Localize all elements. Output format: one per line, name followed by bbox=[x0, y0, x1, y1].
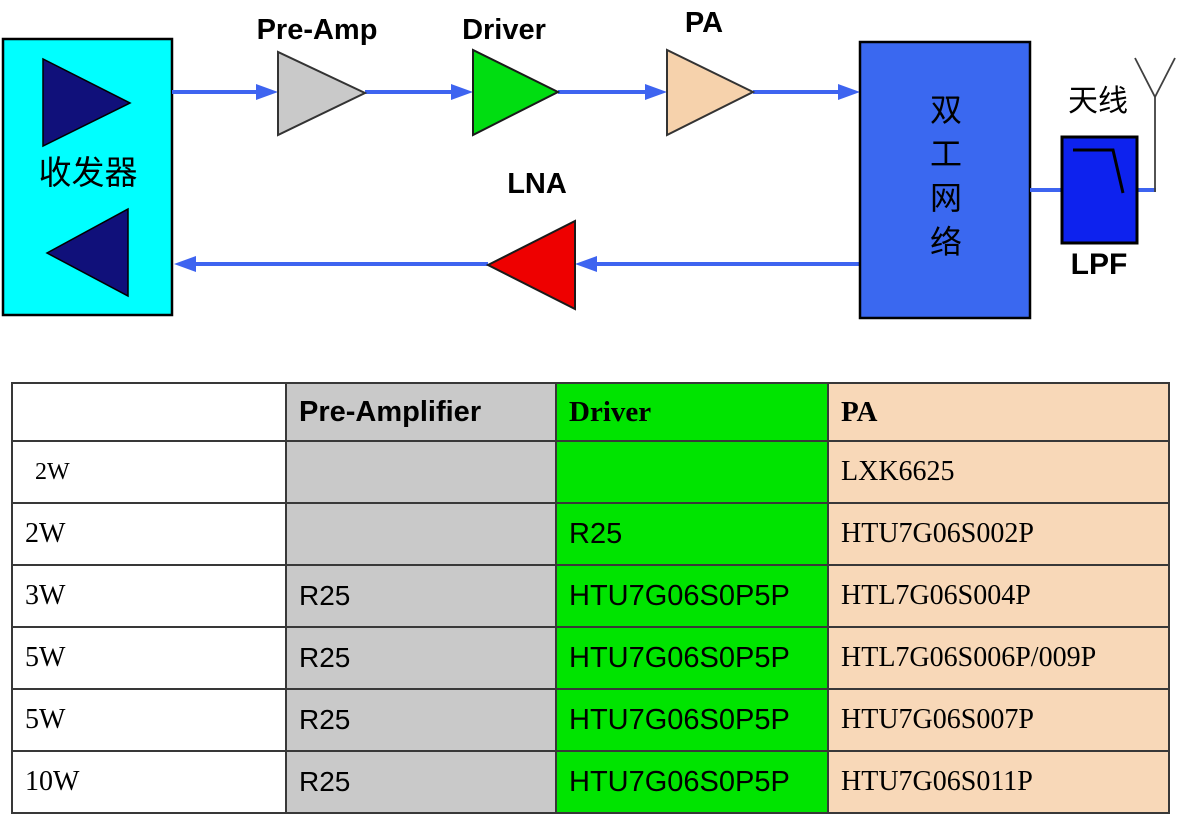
driver-cell bbox=[555, 440, 829, 504]
duplexer-box bbox=[858, 40, 1032, 320]
pa-cell: HTU7G06S002P bbox=[827, 502, 1170, 566]
preamp-cell: R25 bbox=[285, 750, 557, 814]
driver-triangle bbox=[472, 48, 561, 137]
lna-label: LNA bbox=[507, 168, 567, 200]
lpf-box bbox=[1060, 135, 1139, 245]
arrowhead-into-driver bbox=[451, 84, 473, 100]
table-row: 10W R25 HTU7G06S0P5P HTU7G06S011P bbox=[11, 750, 1170, 814]
arrowhead-into-preamp bbox=[256, 84, 278, 100]
tx-direction-triangle bbox=[42, 57, 132, 148]
antenna-right-arm-icon bbox=[1154, 57, 1176, 98]
arrowhead-into-lna bbox=[575, 256, 597, 272]
table-row: 5W R25 HTU7G06S0P5P HTL7G06S006P/009P bbox=[11, 626, 1170, 690]
duplexer-label: 双 工 网 络 bbox=[929, 92, 962, 260]
pa-label: PA bbox=[684, 7, 724, 39]
table-row: 2W LXK6625 bbox=[11, 440, 1170, 504]
arrowhead-into-duplexer bbox=[838, 84, 860, 100]
table-header-row: Pre-Amplifier Driver PA bbox=[11, 382, 1170, 442]
table-row: 3W R25 HTU7G06S0P5P HTL7G06S004P bbox=[11, 564, 1170, 628]
power-cell: 2W bbox=[11, 502, 287, 566]
parts-selection-table: Pre-Amplifier Driver PA 2W LXK6625 2W R2… bbox=[11, 382, 1170, 814]
lpf-response-curve-icon bbox=[1073, 148, 1125, 194]
lpf-label: LPF bbox=[1070, 248, 1128, 281]
table-row: 5W R25 HTU7G06S0P5P HTU7G06S007P bbox=[11, 688, 1170, 752]
pa-cell: HTU7G06S011P bbox=[827, 750, 1170, 814]
driver-cell: HTU7G06S0P5P bbox=[555, 688, 829, 752]
pa-cell: HTL7G06S006P/009P bbox=[827, 626, 1170, 690]
header-driver: Driver bbox=[555, 382, 829, 442]
power-cell: 10W bbox=[11, 750, 287, 814]
preamp-cell: R25 bbox=[285, 688, 557, 752]
arrowhead-into-pa bbox=[645, 84, 667, 100]
preamp-cell: R25 bbox=[285, 564, 557, 628]
antenna-label: 天线 bbox=[1068, 85, 1128, 118]
transceiver-label: 收发器 bbox=[38, 156, 138, 192]
preamp-triangle bbox=[277, 50, 368, 137]
power-cell: 5W bbox=[11, 688, 287, 752]
pa-cell: HTU7G06S007P bbox=[827, 688, 1170, 752]
driver-cell: HTU7G06S0P5P bbox=[555, 750, 829, 814]
rx-direction-triangle bbox=[45, 207, 129, 298]
preamp-cell: R25 bbox=[285, 626, 557, 690]
preamp-label: Pre-Amp bbox=[256, 14, 378, 46]
pa-cell: HTL7G06S004P bbox=[827, 564, 1170, 628]
driver-cell: HTU7G06S0P5P bbox=[555, 626, 829, 690]
driver-cell: R25 bbox=[555, 502, 829, 566]
arrowhead-into-transceiver bbox=[174, 256, 196, 272]
pa-triangle bbox=[666, 48, 756, 137]
header-pa: PA bbox=[827, 382, 1170, 442]
header-blank-cell bbox=[11, 382, 287, 442]
header-pre-amplifier: Pre-Amplifier bbox=[285, 382, 557, 442]
pa-cell: LXK6625 bbox=[827, 440, 1170, 504]
power-cell: 2W bbox=[11, 440, 287, 504]
preamp-cell bbox=[285, 502, 557, 566]
table-row: 2W R25 HTU7G06S002P bbox=[11, 502, 1170, 566]
power-cell: 3W bbox=[11, 564, 287, 628]
lna-triangle bbox=[485, 219, 576, 311]
preamp-cell bbox=[285, 440, 557, 504]
antenna-left-arm-icon bbox=[1134, 57, 1156, 98]
driver-label: Driver bbox=[462, 14, 546, 46]
power-cell: 5W bbox=[11, 626, 287, 690]
driver-cell: HTU7G06S0P5P bbox=[555, 564, 829, 628]
